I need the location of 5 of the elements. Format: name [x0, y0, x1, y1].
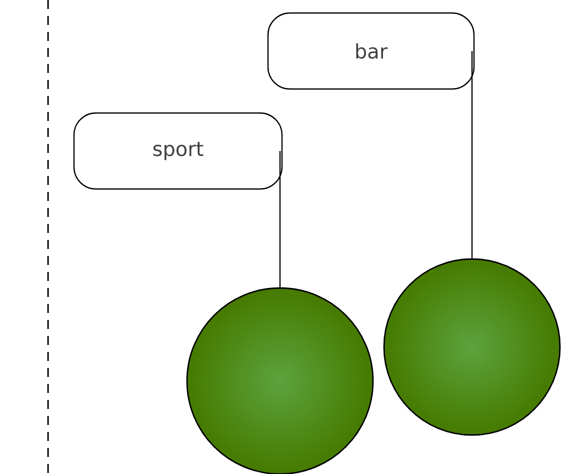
- connector-line: [471, 51, 473, 258]
- ball: [383, 258, 561, 436]
- label-box: sport: [73, 112, 283, 190]
- connector-line: [279, 151, 281, 288]
- label-box: bar: [267, 12, 475, 90]
